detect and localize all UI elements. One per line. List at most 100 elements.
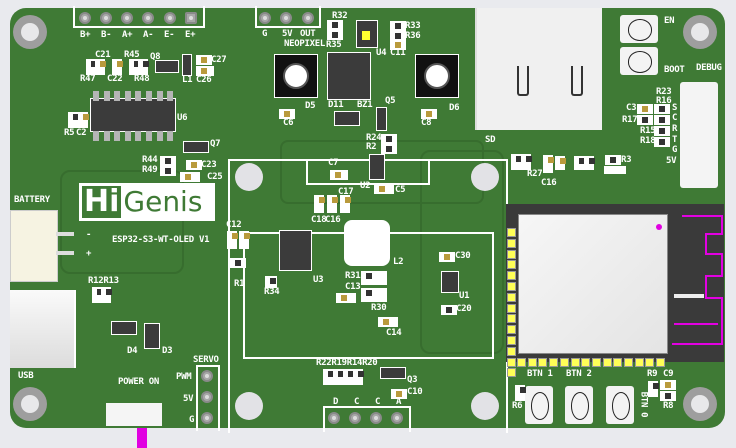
ic-pin — [146, 91, 152, 101]
capacitor — [330, 170, 348, 180]
resistor — [654, 126, 670, 136]
ic-pin — [103, 91, 110, 101]
pin-label: G — [672, 145, 678, 155]
switch-actuator[interactable] — [137, 428, 147, 448]
module-pad — [507, 346, 516, 356]
capacitor — [227, 231, 238, 249]
header-pin — [349, 412, 361, 424]
label: DEBUG — [696, 63, 722, 73]
resistor — [327, 20, 343, 30]
module-pad — [507, 271, 516, 281]
boot-button[interactable] — [620, 47, 658, 75]
resistor — [381, 134, 397, 144]
label: C14 — [386, 328, 402, 338]
resistor — [160, 166, 176, 176]
module-pad — [507, 314, 516, 324]
en-button[interactable] — [620, 15, 658, 43]
oled-header — [323, 406, 411, 432]
neopixel-header — [255, 6, 321, 28]
mounting-hole — [13, 387, 47, 421]
label: R47 — [80, 74, 96, 84]
module-pad — [602, 358, 612, 367]
label: USB — [18, 371, 34, 381]
label: R22R19R14R20 — [316, 358, 378, 368]
label: C21 — [95, 50, 111, 60]
label: SD — [485, 135, 496, 145]
resistor — [584, 156, 595, 170]
module-pad — [507, 228, 516, 237]
label: B+ — [80, 30, 91, 40]
label: R8 — [663, 401, 674, 411]
resistor — [343, 369, 354, 385]
module-pad — [507, 282, 516, 291]
capacitor — [327, 195, 338, 213]
ic-pin — [93, 91, 99, 101]
debug-connector[interactable] — [680, 82, 718, 188]
label: C20 — [456, 304, 472, 314]
logo-genis: Genis — [123, 185, 203, 218]
resistor — [660, 391, 676, 401]
label: R15 — [640, 126, 656, 136]
label: C — [354, 397, 360, 407]
label: C13 — [345, 282, 361, 292]
module-pad — [517, 358, 526, 367]
ic-pin — [167, 91, 174, 101]
btn0-button[interactable] — [606, 386, 634, 424]
oled-hole — [471, 392, 499, 420]
resistor — [605, 155, 621, 165]
label: Q5 — [385, 96, 396, 106]
label: C10 — [407, 387, 423, 397]
usb-c-connector[interactable] — [10, 290, 76, 368]
battery-connector[interactable] — [10, 210, 58, 282]
label: U1 — [459, 291, 470, 301]
pin-label: C — [672, 113, 678, 123]
header-pin — [201, 370, 213, 382]
label: C17 — [338, 187, 354, 197]
header-pin — [142, 12, 154, 24]
capacitor — [555, 156, 566, 170]
ic-pin — [135, 131, 142, 141]
label: R17 — [622, 115, 638, 125]
label: R5 — [64, 128, 75, 138]
resistor — [160, 156, 176, 166]
module-pad — [581, 358, 591, 367]
module-pad — [624, 358, 633, 367]
ic-pin — [103, 131, 110, 141]
label: R16 — [656, 96, 672, 106]
btn2-button[interactable] — [565, 386, 593, 424]
header-pin — [280, 12, 292, 24]
label: BATTERY — [14, 195, 50, 205]
module-pad — [507, 325, 516, 335]
sd-latch — [517, 66, 529, 96]
ic-pin — [114, 131, 121, 141]
label: C8 — [421, 118, 432, 128]
label: R23 — [656, 87, 672, 97]
ic-pin — [156, 91, 163, 101]
capacitor — [196, 66, 214, 76]
mounting-hole — [683, 15, 717, 49]
capacitor — [196, 55, 212, 65]
label: R35 — [326, 40, 342, 50]
module-pad — [507, 303, 516, 313]
label: L1 — [182, 75, 193, 85]
btn1-button[interactable] — [525, 386, 553, 424]
label: C25 — [207, 172, 223, 182]
sd-card-slot[interactable] — [475, 8, 602, 130]
capacitor — [186, 160, 202, 170]
motor-header — [73, 6, 205, 28]
resistor — [648, 381, 659, 397]
label: R3 — [621, 155, 632, 165]
label: C5 — [395, 185, 406, 195]
label: R12R13 — [88, 276, 119, 286]
power-switch[interactable] — [106, 403, 162, 426]
module-pad — [645, 358, 655, 367]
capacitor — [660, 380, 676, 390]
pcb-antenna — [672, 215, 723, 345]
ic-pin — [156, 131, 163, 141]
pin-label: 5V — [666, 156, 677, 166]
resistor — [353, 369, 364, 385]
capacitor — [441, 305, 457, 315]
label: D5 — [305, 101, 316, 111]
label: R27 — [527, 169, 543, 179]
diode — [230, 258, 246, 268]
